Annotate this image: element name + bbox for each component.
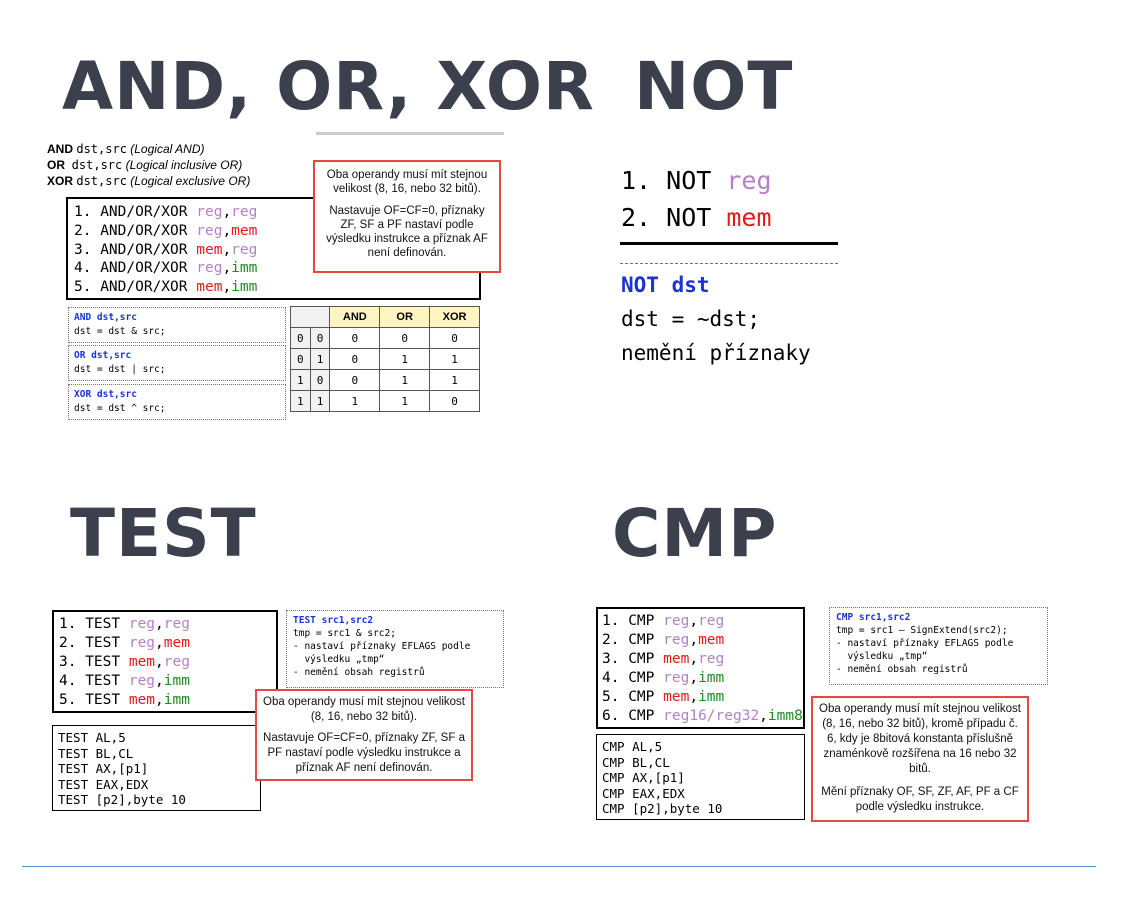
not-form-2: 2. NOT mem — [621, 203, 772, 232]
and-code-body: dst = dst & src; — [74, 326, 166, 337]
test-code-box: TEST src1,src2 tmp = src1 & src2; - nast… — [286, 610, 504, 688]
cmp-form-1: 1. CMP reg,reg — [602, 613, 725, 629]
logic-note-flags: Nastavuje OF=CF=0, příznaky ZF, SF a PF … — [326, 205, 488, 259]
test-form-4: 4. TEST reg,imm — [59, 673, 190, 689]
cmp-form-2: 2. CMP reg,mem — [602, 632, 725, 648]
cmp-example: CMP BL,CL — [602, 754, 670, 770]
logic-form-3: 3. AND/OR/XOR mem,reg — [74, 241, 258, 258]
truth-header-xor: XOR — [429, 306, 480, 328]
not-code-flags: nemění příznaky — [621, 341, 811, 365]
xor-code-box: XOR dst,src dst = dst ^ src; — [68, 384, 286, 420]
test-example: TEST EAX,EDX — [58, 776, 149, 792]
or-code-body: dst = dst | src; — [74, 364, 166, 375]
test-example: TEST BL,CL — [58, 745, 134, 761]
test-example: TEST [p2],byte 10 — [58, 792, 186, 807]
cmp-form-3: 3. CMP mem,reg — [602, 651, 725, 667]
test-code-line: - nemění obsah registrů — [293, 667, 425, 678]
cmp-example: CMP [p2],byte 10 — [602, 801, 723, 816]
title-and-or-xor: AND, OR, XOR — [62, 48, 595, 125]
test-note-flags: Nastavuje OF=CF=0, příznaky ZF, SF a PF … — [263, 732, 465, 774]
truth-table-header: AND OR XOR — [290, 306, 480, 328]
test-form-2: 2. TEST reg,mem — [59, 635, 190, 651]
cmp-example: CMP AL,5 — [602, 739, 663, 754]
test-code-head: TEST src1,src2 — [293, 615, 374, 626]
cmp-example: CMP AX,[p1] — [602, 770, 685, 785]
title-underline — [316, 132, 504, 135]
xor-code-body: dst = dst ^ src; — [74, 403, 166, 414]
not-code: NOT dst dst = ~dst; nemění příznaky — [621, 268, 811, 370]
test-examples-box: TEST AL,5 TEST BL,CL TEST AX,[p1] TEST E… — [52, 725, 261, 811]
logic-note: Oba operandy musí mít stejnou velikost (… — [313, 160, 501, 273]
test-code-line: výsledku „tmp“ — [293, 654, 385, 665]
test-forms-box: 1. TEST reg,reg 2. TEST reg,mem 3. TEST … — [52, 610, 278, 713]
cmp-note: Oba operandy musí mít stejnou velikost (… — [811, 696, 1029, 822]
cmp-note-flags: Mění příznaky OF, SF, ZF, AF, PF a CF po… — [821, 786, 1019, 813]
truth-header-or: OR — [379, 306, 431, 328]
or-code-box: OR dst,src dst = dst | src; — [68, 345, 286, 381]
test-note: Oba operandy musí mít stejnou velikost (… — [255, 689, 473, 781]
cmp-code-line: - nemění obsah registrů — [836, 664, 968, 675]
logic-form-2: 2. AND/OR/XOR reg,mem — [74, 222, 258, 239]
footer-divider — [22, 866, 1096, 867]
cmp-form-6: 6. CMP reg16/reg32,imm8 — [602, 708, 803, 724]
not-forms: 1. NOT reg 2. NOT mem — [621, 162, 772, 236]
not-dashed-divider — [620, 263, 838, 264]
test-form-5: 5. TEST mem,imm — [59, 692, 190, 708]
test-form-3: 3. TEST mem,reg — [59, 654, 190, 670]
test-form-1: 1. TEST reg,reg — [59, 616, 190, 632]
xor-code-head: XOR dst,src — [74, 389, 137, 400]
syntax-xor: XOR dst,src (Logical exclusive OR) — [47, 174, 251, 188]
test-example: TEST AL,5 — [58, 730, 126, 745]
logic-syntax: AND dst,src (Logical AND) OR dst,src (Lo… — [47, 141, 250, 189]
syntax-or: OR dst,src (Logical inclusive OR) — [47, 158, 243, 172]
cmp-form-4: 4. CMP reg,imm — [602, 670, 725, 686]
or-code-head: OR dst,src — [74, 350, 132, 361]
and-code-box: AND dst,src dst = dst & src; — [68, 307, 286, 343]
not-code-expr: dst = ~dst; — [621, 307, 761, 331]
logic-form-4: 4. AND/OR/XOR reg,imm — [74, 260, 258, 277]
cmp-examples-box: CMP AL,5 CMP BL,CL CMP AX,[p1] CMP EAX,E… — [596, 734, 805, 820]
test-note-size: Oba operandy musí mít stejnou velikost (… — [263, 696, 465, 723]
not-form-1: 1. NOT reg — [621, 166, 772, 195]
logic-form-5: 5. AND/OR/XOR mem,imm — [74, 279, 258, 296]
cmp-example: CMP EAX,EDX — [602, 785, 685, 801]
not-divider — [620, 242, 838, 245]
logic-form-1: 1. AND/OR/XOR reg,reg — [74, 204, 258, 220]
cmp-code-head: CMP src1,src2 — [836, 612, 911, 623]
truth-header-and: AND — [329, 306, 381, 328]
test-example: TEST AX,[p1] — [58, 761, 149, 776]
cmp-code-box: CMP src1,src2 tmp = src1 – SignExtend(sr… — [829, 607, 1048, 685]
cmp-forms-box: 1. CMP reg,reg 2. CMP reg,mem 3. CMP mem… — [596, 607, 805, 729]
cmp-note-size: Oba operandy musí mít stejnou velikost (… — [819, 703, 1021, 775]
title-test: TEST — [70, 495, 257, 572]
cmp-code-line: tmp = src1 – SignExtend(src2); — [836, 625, 1008, 636]
title-cmp: CMP — [612, 495, 778, 572]
cmp-code-line: výsledku „tmp“ — [836, 651, 928, 662]
cmp-form-5: 5. CMP mem,imm — [602, 689, 725, 705]
not-code-head: NOT dst — [621, 273, 710, 297]
and-code-head: AND dst,src — [74, 312, 137, 323]
logic-note-size: Oba operandy musí mít stejnou velikost (… — [326, 169, 488, 195]
test-code-line: - nastaví příznaky EFLAGS podle — [293, 641, 471, 652]
title-not: NOT — [634, 48, 794, 125]
syntax-and: AND dst,src (Logical AND) — [47, 142, 205, 156]
test-code-line: tmp = src1 & src2; — [293, 628, 396, 639]
cmp-code-line: - nastaví příznaky EFLAGS podle — [836, 638, 1014, 649]
